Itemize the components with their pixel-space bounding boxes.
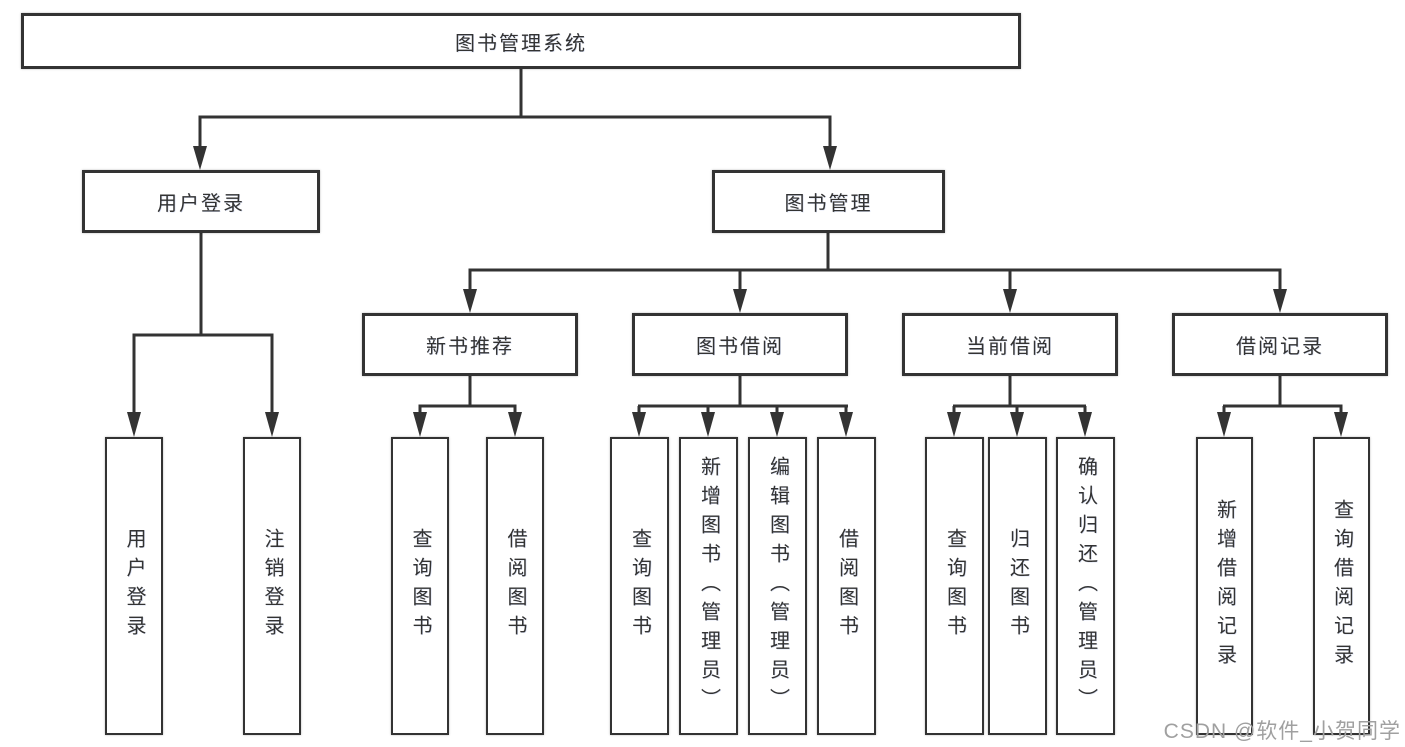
leaf-current-confirm-admin: 确认归还（管理员） [1056,437,1115,735]
node-book-manage: 图书管理 [712,170,945,233]
leaf-borrow-book-label: 借阅图书 [835,528,858,644]
leaf-current-query: 查询图书 [925,437,984,735]
leaf-record-add-label: 新增借阅记录 [1213,499,1236,673]
leaf-record-query-label: 查询借阅记录 [1330,499,1353,673]
node-borrow-records: 借阅记录 [1172,313,1388,376]
leaf-borrow-query-label: 查询图书 [628,528,651,644]
node-current-borrow-label: 当前借阅 [966,336,1054,358]
leaf-borrow-edit-admin-label: 编辑图书（管理员） [766,455,789,717]
leaf-borrow-book: 借阅图书 [817,437,876,735]
node-book-borrow-label: 图书借阅 [696,336,784,358]
node-book-manage-label: 图书管理 [784,193,873,215]
node-current-borrow: 当前借阅 [902,313,1118,376]
leaf-newbook-query: 查询图书 [391,437,449,735]
node-user-login-label: 用户登录 [157,193,245,215]
leaf-newbook-borrow: 借阅图书 [486,437,544,735]
leaf-user-login: 用户登录 [105,437,163,735]
leaf-borrow-edit-admin: 编辑图书（管理员） [748,437,807,735]
leaf-logout: 注销登录 [243,437,301,735]
node-book-borrow: 图书借阅 [632,313,848,376]
node-root-system: 图书管理系统 [21,13,1021,69]
leaf-borrow-query: 查询图书 [610,437,669,735]
node-root-label: 图书管理系统 [455,32,587,55]
leaf-logout-label: 注销登录 [261,528,283,644]
leaf-borrow-add-admin-label: 新增图书（管理员） [697,455,720,717]
node-borrow-records-label: 借阅记录 [1236,336,1324,358]
leaf-current-return: 归还图书 [988,437,1047,735]
leaf-newbook-query-label: 查询图书 [409,528,431,644]
csdn-watermark: CSDN @软件_小贺同学 [1163,720,1401,743]
leaf-current-confirm-admin-label: 确认归还（管理员） [1074,455,1097,717]
leaf-record-add: 新增借阅记录 [1196,437,1253,735]
leaf-record-query: 查询借阅记录 [1313,437,1370,735]
node-new-book-recommend: 新书推荐 [362,313,578,376]
leaf-newbook-borrow-label: 借阅图书 [504,528,526,644]
node-user-login: 用户登录 [82,170,320,233]
leaf-current-query-label: 查询图书 [943,528,966,644]
leaf-borrow-add-admin: 新增图书（管理员） [679,437,738,735]
leaf-user-login-label: 用户登录 [123,528,145,644]
leaf-current-return-label: 归还图书 [1006,528,1029,644]
node-new-book-recommend-label: 新书推荐 [426,336,514,358]
